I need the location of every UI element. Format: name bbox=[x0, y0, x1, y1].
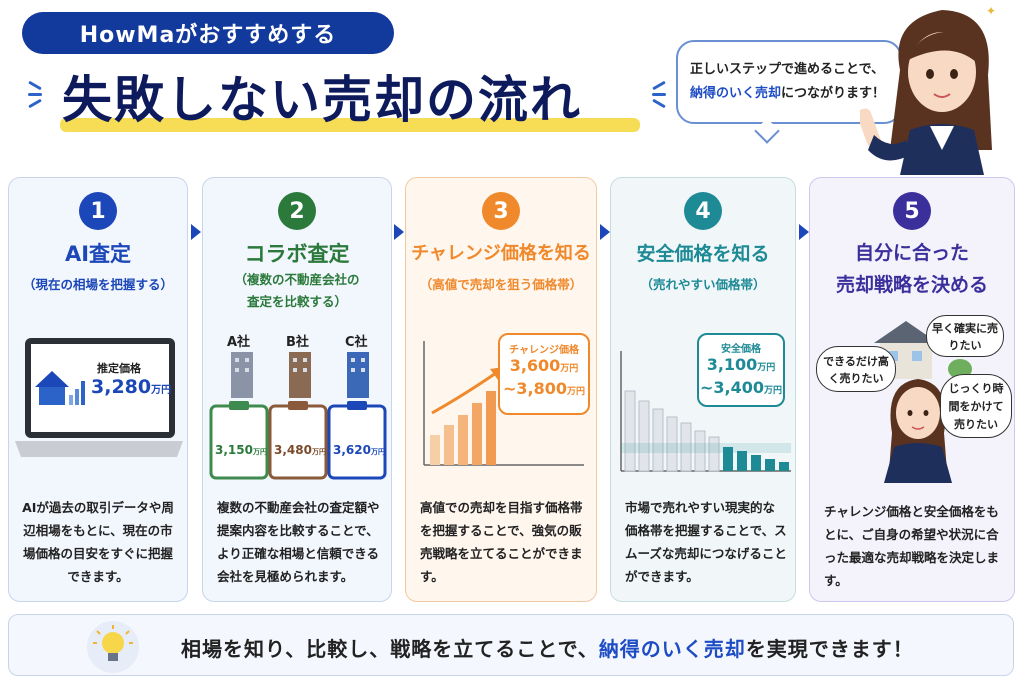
challenge-price-box: チャレンジ価格 3,600万円 ~3,800万円 bbox=[498, 333, 590, 415]
step-subtitle-4: （売れやすい価格帯） bbox=[640, 277, 766, 292]
step-title-3: チャレンジ価格を知る bbox=[411, 243, 591, 264]
step-subtitle-3: （高値で売却を狙う価格帯） bbox=[419, 277, 583, 292]
estimate-label: 推定価格 bbox=[97, 362, 141, 375]
company-a-amount: 3,150 bbox=[215, 443, 253, 457]
arrow-right-icon bbox=[394, 224, 404, 240]
company-clipboards bbox=[209, 352, 387, 480]
challenge-unit-2: 万円 bbox=[567, 387, 586, 397]
step-subtitle-2a: （複数の不動産会社の bbox=[234, 272, 360, 287]
company-c-label: C社 bbox=[345, 335, 368, 350]
sparkle-left-icon bbox=[28, 78, 42, 111]
header-badge: HowMaがおすすめする bbox=[22, 12, 394, 54]
step-title-1: AI査定 bbox=[64, 242, 132, 266]
company-a-unit: 万円 bbox=[252, 448, 267, 456]
safe-unit-2: 万円 bbox=[764, 386, 783, 396]
estimate-value: 3,280 bbox=[91, 376, 152, 398]
company-b-label: B社 bbox=[286, 335, 309, 350]
step-title-4: 安全価格を知る bbox=[636, 243, 770, 265]
challenge-price-to: ~3,800 bbox=[502, 379, 567, 398]
challenge-price-from: 3,600 bbox=[509, 356, 561, 375]
safe-unit-1: 万円 bbox=[757, 363, 776, 373]
step-card-4: 4 安全価格を知る （売れやすい価格帯） 安全価格 3,100万円 ~3,400… bbox=[610, 177, 796, 602]
step-subtitle-1: （現在の相場を把握する） bbox=[22, 277, 173, 292]
arrow-right-icon bbox=[191, 224, 201, 240]
step-number-2: 2 bbox=[278, 192, 316, 230]
step-card-5: 5 自分に合った 売却戦略を決める 早く確実に売りたい できるだけ高く売りたい … bbox=[809, 177, 1015, 602]
bubble-slow-sale: じっくり時間をかけて売りたい bbox=[940, 374, 1012, 438]
safe-price-label: 安全価格 bbox=[721, 344, 761, 355]
step-card-2: 2 コラボ査定 （複数の不動産会社の 査定を比較する） A社 B社 C社 3,1… bbox=[202, 177, 392, 602]
safe-price-from: 3,100 bbox=[706, 355, 758, 374]
company-c-unit: 万円 bbox=[370, 448, 385, 456]
bubble-high-sale: できるだけ高く売りたい bbox=[816, 346, 896, 392]
bubble-fast-sale: 早く確実に売りたい bbox=[926, 315, 1004, 357]
step-title-5a: 自分に合った bbox=[854, 242, 969, 264]
footer-text-before: 相場を知り、比較し、戦略を立てることで、 bbox=[181, 637, 599, 661]
lightbulb-icon bbox=[87, 621, 139, 673]
step-title-2: コラボ査定 bbox=[244, 242, 350, 266]
company-b-unit: 万円 bbox=[311, 448, 326, 456]
step-desc-4: 市場で売れやすい現実的な価格帯を把握することで、スムーズな売却につなげることがで… bbox=[625, 500, 787, 584]
step-title-5b: 売却戦略を決める bbox=[835, 274, 988, 296]
challenge-price-chart bbox=[423, 341, 584, 466]
speech-highlight: 納得のいく売却 bbox=[690, 86, 782, 101]
step-card-1: 1 AI査定 （現在の相場を把握する） 推定価格 3,280万円 AIが過去の取… bbox=[8, 177, 188, 602]
step-number-1: 1 bbox=[79, 192, 117, 230]
safe-price-box: 安全価格 3,100万円 ~3,400万円 bbox=[697, 333, 785, 407]
challenge-price-label: チャレンジ価格 bbox=[509, 345, 579, 356]
step-number-4: 4 bbox=[684, 192, 722, 230]
safe-price-chart bbox=[620, 351, 791, 472]
safe-price-line2: ~3,400万円 bbox=[699, 378, 783, 401]
step-number-3: 3 bbox=[482, 192, 520, 230]
sparkle-star-icon: ✦ bbox=[986, 4, 997, 18]
footer-message: 相場を知り、比較し、戦略を立てることで、納得のいく売却を実現できます！ bbox=[181, 633, 914, 662]
step-desc-5: チャレンジ価格と安全価格をもとに、ご自身の希望や状況に合った最適な売却戦略を決定… bbox=[824, 504, 1000, 588]
page-title: 失敗しない売却の流れ bbox=[62, 71, 582, 129]
company-a-value: 3,150万円 bbox=[213, 439, 269, 458]
safe-price-line1: 3,100万円 bbox=[699, 355, 783, 378]
company-c-amount: 3,620 bbox=[333, 443, 371, 457]
step-desc-3: 高値での売却を目指す価格帯を把握することで、強気の販売戦略を立てることができます… bbox=[420, 500, 583, 584]
company-b-value: 3,480万円 bbox=[272, 439, 328, 458]
company-c-value: 3,620万円 bbox=[331, 439, 387, 458]
footer-highlight: 納得のいく売却 bbox=[598, 637, 746, 661]
arrow-right-icon bbox=[600, 224, 610, 240]
step-desc-1: AIが過去の取引データや周辺相場をもとに、現在の市場価格の目安をすぐに把握できま… bbox=[22, 500, 174, 584]
company-b-amount: 3,480 bbox=[274, 443, 312, 457]
footer-text-after: を実現できます！ bbox=[745, 637, 914, 661]
footer-summary-bar: 相場を知り、比較し、戦略を立てることで、納得のいく売却を実現できます！ bbox=[8, 614, 1014, 676]
estimate-price: 3,280万円 bbox=[91, 376, 171, 398]
speech-line-2: につながります！ bbox=[781, 86, 886, 101]
estimate-unit: 万円 bbox=[151, 385, 172, 396]
company-a-label: A社 bbox=[227, 335, 251, 350]
sparkle-right-icon bbox=[652, 78, 666, 111]
step-desc-2: 複数の不動産会社の査定額や提案内容を比較することで、より正確な相場と信頼できる会… bbox=[217, 500, 380, 584]
step-subtitle-2b: 査定を比較する） bbox=[246, 294, 347, 309]
challenge-price-line1: 3,600万円 bbox=[500, 356, 588, 379]
challenge-price-line2: ~3,800万円 bbox=[500, 379, 588, 402]
arrow-right-icon bbox=[799, 224, 809, 240]
safe-price-to: ~3,400 bbox=[699, 378, 764, 397]
laptop-icon bbox=[15, 338, 183, 457]
step-card-3: 3 チャレンジ価格を知る （高値で売却を狙う価格帯） チャレンジ価格 3,600… bbox=[405, 177, 597, 602]
step-number-5: 5 bbox=[893, 192, 931, 230]
woman-pointing-illustration bbox=[860, 10, 992, 175]
challenge-unit-1: 万円 bbox=[560, 364, 579, 374]
speech-line-1: 正しいステップで進めることで、 bbox=[690, 62, 885, 77]
